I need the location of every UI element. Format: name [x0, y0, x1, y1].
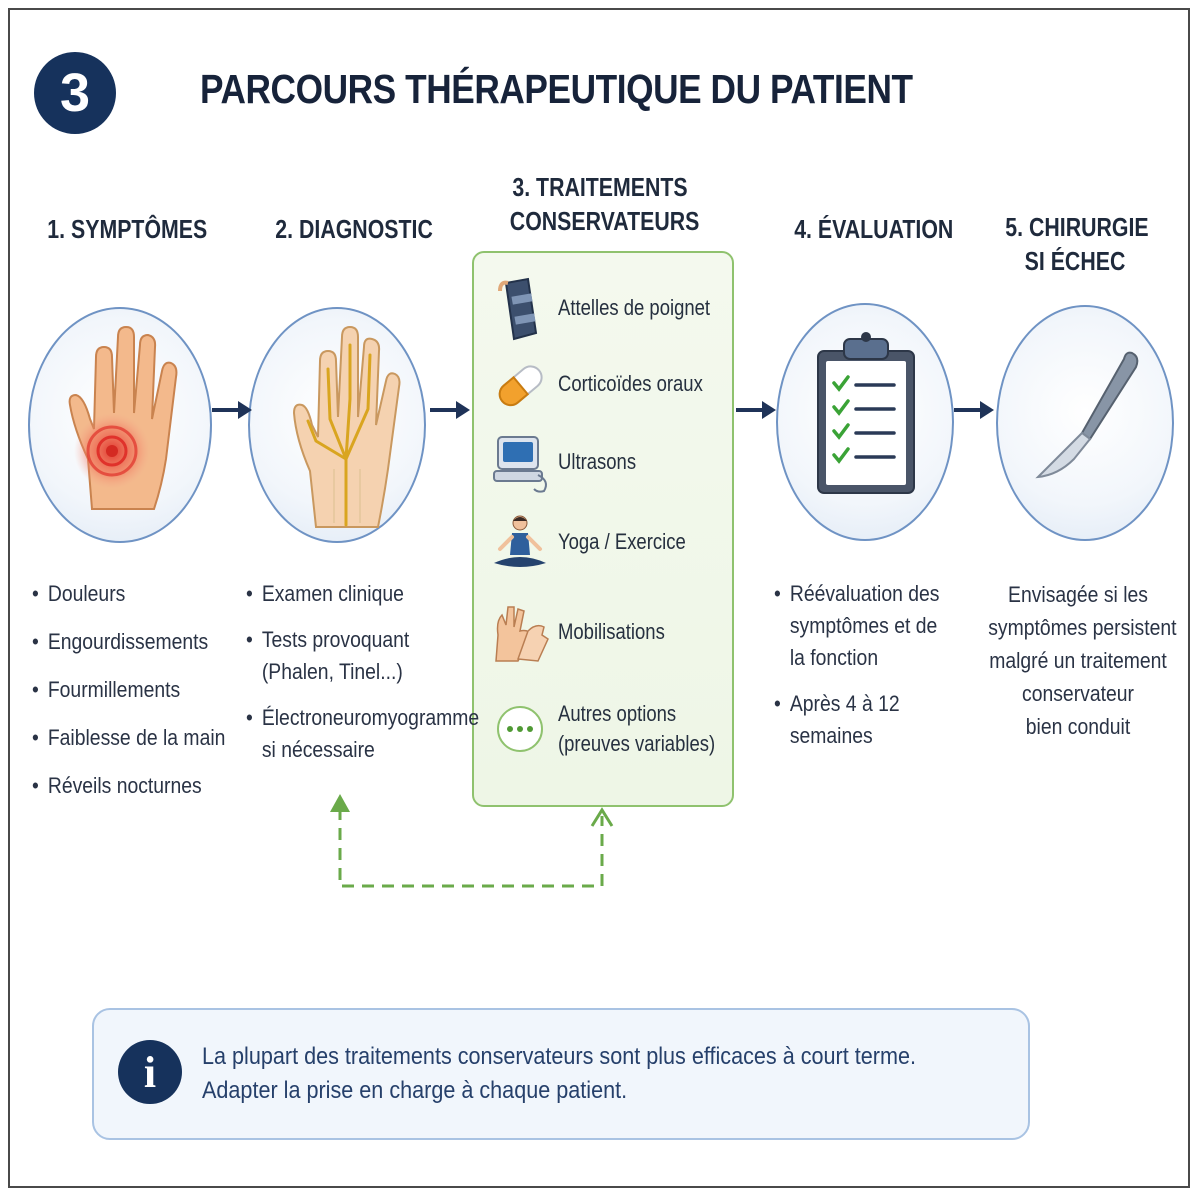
list-item-line: symptômes et de — [789, 613, 938, 638]
flow-arrow-4-5 — [954, 401, 994, 419]
flow-arrow-2-3 — [430, 401, 470, 419]
step-2-bullets: Examen clinique Tests provoquant (Phalen… — [246, 578, 511, 780]
step-5-title: 5. CHIRURGIE SI ÉCHEC — [1005, 210, 1149, 278]
flow-arrow-3-4 — [736, 401, 776, 419]
wrist-splint-icon — [498, 277, 538, 341]
list-item: Réveils nocturnes — [32, 770, 225, 802]
treatment-label-other-line-1: Autres options — [558, 701, 677, 726]
treatment-item-other: Autres options (preuves variables) — [474, 693, 736, 765]
capsule-icon — [498, 365, 543, 407]
page-title: PARCOURS THÉRAPEUTIQUE DU PATIENT — [200, 66, 913, 112]
step-3-title-line-1: 3. TRAITEMENTS — [512, 172, 688, 202]
list-item: Électroneuromyogramme si nécessaire — [246, 702, 479, 766]
clipboard-checklist-icon — [817, 332, 915, 494]
step-2-title: 2. DIAGNOSTIC — [275, 212, 433, 246]
list-item-line: (Phalen, Tinel...) — [261, 659, 403, 684]
treatment-label-other-line-2: (preuves variables) — [558, 731, 716, 756]
list-item: Après 4 à 12 semaines — [774, 688, 939, 752]
yoga-person-icon — [494, 515, 546, 567]
treatment-item-mobilisation: Mobilisations — [474, 597, 736, 669]
step-5-circle — [996, 305, 1174, 541]
description-line: Envisagée si les — [1008, 582, 1148, 607]
description-line: conservateur — [1022, 681, 1134, 706]
step-5-title-line-2: SI ÉCHEC — [1024, 246, 1126, 276]
step-1-bullets: Douleurs Engourdissements Fourmillements… — [32, 578, 252, 820]
step-3-title: 3. TRAITEMENTS CONSERVATEURS — [509, 170, 700, 238]
treatments-panel: Attelles de poignet Corticoïdes oraux Ul… — [472, 251, 734, 807]
treatment-item-ultrasound: Ultrasons — [474, 427, 736, 499]
scalpel-icon — [1035, 351, 1139, 479]
info-callout — [92, 1008, 1030, 1140]
info-line-1: La plupart des traitements conservateurs… — [202, 1043, 916, 1070]
list-item: Examen clinique — [246, 578, 479, 610]
step-5-title-line-1: 5. CHIRURGIE — [1005, 212, 1149, 242]
feedback-loop-arrow — [330, 794, 614, 888]
painful-hand-icon — [68, 325, 178, 510]
list-item: Engourdissements — [32, 626, 225, 658]
hands-mobilization-icon — [495, 606, 549, 662]
list-item: Douleurs — [32, 578, 225, 610]
step-5-description: Envisagée si les symptômes persistent ma… — [988, 578, 1177, 743]
treatment-label-mobilisation: Mobilisations — [558, 619, 665, 644]
step-4-title: 4. ÉVALUATION — [794, 212, 954, 246]
list-item-line: la fonction — [789, 645, 879, 670]
list-item-line: Après 4 à 12 — [789, 691, 900, 716]
description-line: bien conduit — [1025, 714, 1131, 739]
list-item: Faiblesse de la main — [32, 722, 225, 754]
description-line: symptômes persistent — [988, 615, 1177, 640]
info-line-2: Adapter la prise en charge à chaque pati… — [202, 1077, 628, 1104]
step-2-circle — [248, 307, 426, 543]
step-4-bullets: Réévaluation des symptômes et de la fonc… — [774, 578, 962, 766]
step-2-title-line-1: 2. DIAGNOSTIC — [275, 214, 433, 244]
treatment-item-corticoids: Corticoïdes oraux — [474, 349, 736, 421]
list-item-line: Électroneuromyogramme — [261, 705, 480, 730]
treatment-item-splint: Attelles de poignet — [474, 273, 736, 345]
flow-arrow-1-2 — [212, 401, 252, 419]
step-1-title-line-1: 1. SYMPTÔMES — [47, 214, 208, 244]
list-item-line: Examen clinique — [261, 581, 404, 606]
treatment-item-yoga: Yoga / Exercice — [474, 507, 736, 579]
treatment-label-yoga: Yoga / Exercice — [558, 529, 686, 554]
list-item: Tests provoquant (Phalen, Tinel...) — [246, 624, 479, 688]
ultrasound-device-icon — [493, 436, 547, 493]
list-item-line: semaines — [789, 723, 873, 748]
treatment-label-ultrasound: Ultrasons — [558, 449, 637, 474]
step-4-circle — [776, 303, 954, 541]
info-icon: i — [118, 1040, 182, 1104]
info-text: La plupart des traitements conservateurs… — [202, 1040, 916, 1108]
step-4-title-line-1: 4. ÉVALUATION — [794, 214, 954, 244]
list-item: Fourmillements — [32, 674, 225, 706]
more-options-icon — [497, 706, 543, 752]
step-3-title-line-2: CONSERVATEURS — [509, 206, 700, 236]
treatment-label-other: Autres options (preuves variables) — [558, 699, 715, 759]
step-1-title: 1. SYMPTÔMES — [47, 212, 208, 246]
section-number-badge: 3 — [34, 52, 116, 134]
step-1-circle — [28, 307, 212, 543]
list-item: Réévaluation des symptômes et de la fonc… — [774, 578, 939, 674]
list-item-line: si nécessaire — [261, 737, 375, 762]
treatment-label-splint: Attelles de poignet — [558, 295, 711, 320]
description-line: malgré un traitement — [989, 648, 1167, 673]
list-item-line: Réévaluation des — [789, 581, 940, 606]
hand-nerves-icon — [292, 325, 401, 528]
treatment-label-corticoids: Corticoïdes oraux — [558, 371, 703, 396]
list-item-line: Tests provoquant — [261, 627, 410, 652]
